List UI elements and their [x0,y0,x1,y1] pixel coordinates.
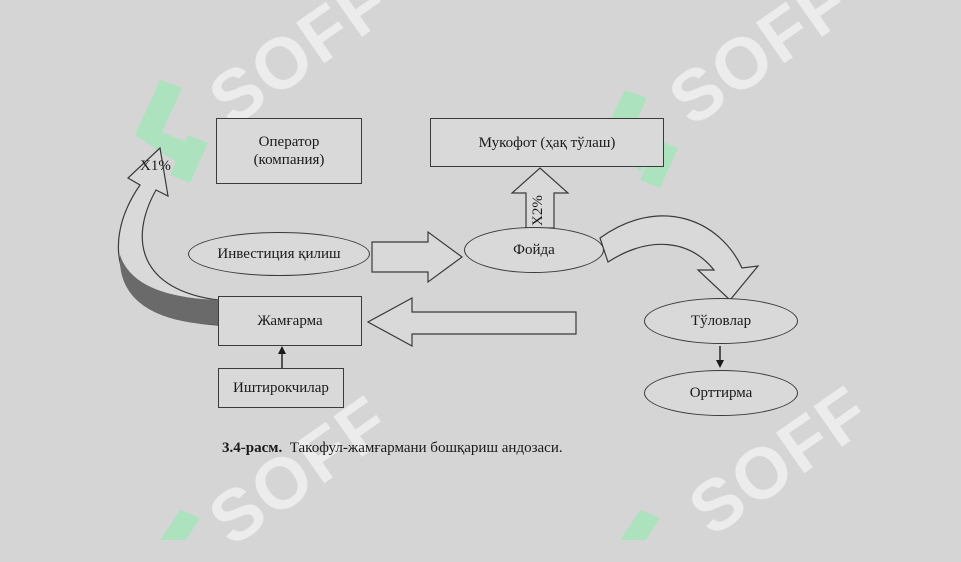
fund-label: Жамғарма [257,313,323,329]
operator-box: Оператор (компания) [216,118,362,184]
profit-label: Фойда [513,241,555,258]
payments-label: Тўловлар [690,312,752,329]
watermark-logo-icon [620,510,660,540]
x2-percent-label: X2% [530,195,546,226]
operator-label-line2: (компания) [253,152,325,168]
arrowhead-payments [716,360,724,368]
curved-arrow-x1-shade [119,255,218,325]
arrow-profit-to-payments [599,215,760,301]
x1-percent-label: X1% [140,158,171,174]
diagram-canvas: SOFF SOFF SOFF SOFF Оператор (компания) … [117,0,885,561]
arrowhead-participants [278,346,286,354]
arrow-to-fund [366,296,577,348]
figure-caption: 3.4-расм. Такофул-жамғармани бошқариш ан… [222,440,563,457]
watermark-logo-icon [160,510,200,540]
watermark-logo-icon [135,80,208,183]
investment-oval: Инвестиция қилиш [188,232,370,276]
reward-box: Мукофот (ҳақ тўлаш) [430,118,664,167]
diagram-arrows [117,146,760,368]
arrow-investment-to-profit [371,230,464,284]
payments-oval: Тўловлар [644,298,798,344]
profit-oval: Фойда [464,227,604,273]
arrow-profit-to-reward [510,167,570,229]
reward-label: Мукофот (ҳақ тўлаш) [478,134,616,151]
participants-box: Иштирокчилар [218,368,344,408]
increase-label: Орттирма [689,384,753,401]
operator-label-line1: Оператор [258,134,320,150]
fund-box: Жамғарма [218,296,362,346]
figure-title: Такофул-жамғармани бошқариш андозаси. [289,440,563,456]
investment-label: Инвестиция қилиш [217,245,341,262]
participants-label: Иштирокчилар [233,380,329,396]
increase-oval: Орттирма [644,370,798,416]
figure-number: 3.4-расм. [222,440,283,456]
